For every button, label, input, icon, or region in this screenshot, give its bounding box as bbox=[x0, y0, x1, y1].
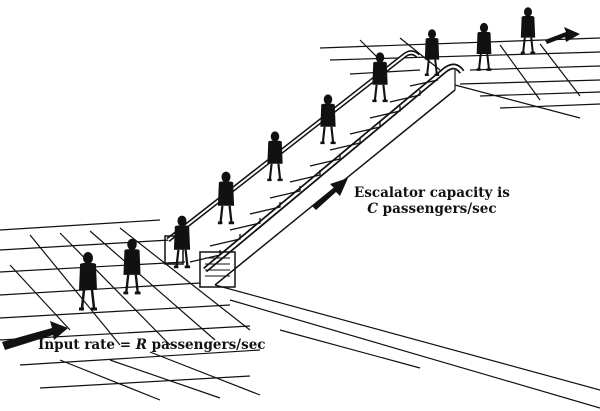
passenger-figure bbox=[173, 215, 191, 269]
escalator-direction-arrow bbox=[312, 178, 348, 210]
passenger-group bbox=[79, 7, 536, 311]
capacity-line-1: Escalator capacity is bbox=[354, 185, 510, 201]
upper-floor bbox=[319, 37, 600, 119]
escalator-capacity-label: Escalator capacity is C passengers/sec bbox=[354, 185, 510, 218]
passenger-figure bbox=[217, 171, 235, 225]
passenger-figure bbox=[520, 7, 536, 55]
passenger-figure bbox=[123, 238, 141, 295]
capacity-variable: C bbox=[367, 200, 378, 217]
input-arrow bbox=[2, 321, 68, 350]
input-rate-variable: R bbox=[135, 337, 147, 353]
escalator bbox=[164, 50, 465, 288]
passenger-figure bbox=[79, 252, 97, 311]
capacity-unit: passengers/sec bbox=[377, 200, 497, 217]
passenger-figure bbox=[267, 131, 283, 182]
passenger-figure bbox=[320, 94, 336, 145]
passenger-figure bbox=[424, 29, 440, 77]
input-rate-unit: passengers/sec bbox=[146, 337, 266, 353]
lower-floor bbox=[0, 219, 600, 409]
passenger-figure bbox=[372, 52, 388, 103]
input-rate-prefix: Input rate = bbox=[38, 337, 136, 353]
capacity-line-2: C passengers/sec bbox=[354, 200, 510, 218]
passenger-figure bbox=[476, 22, 492, 71]
exit-arrow bbox=[545, 27, 580, 44]
input-rate-label: Input rate = R passengers/sec bbox=[38, 337, 266, 354]
